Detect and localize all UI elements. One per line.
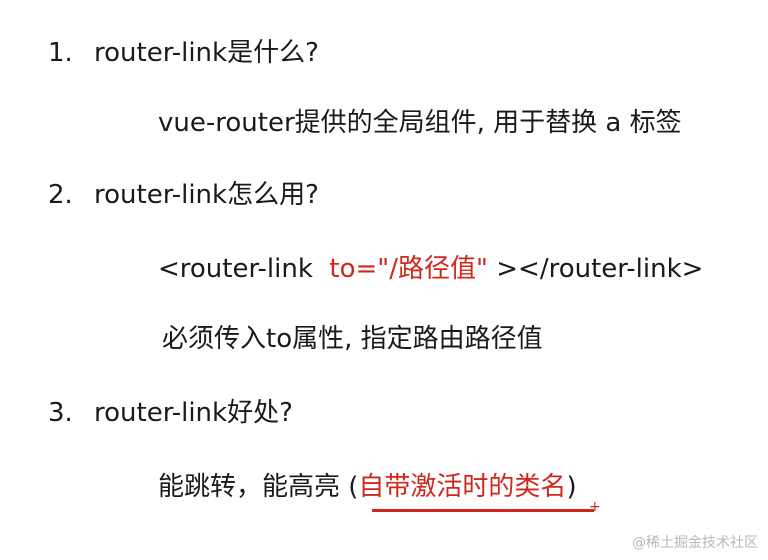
answer-1: vue-router提供的全局组件, 用于替换 a 标签: [158, 108, 682, 138]
question-text: router-link好处?: [94, 398, 293, 428]
code-example: <router-link to="/路径值" ></router-link>: [158, 252, 703, 286]
question-text: router-link是什么?: [94, 38, 319, 68]
code-open-tag: <router-link: [158, 254, 313, 284]
red-underline-annotation: [372, 509, 594, 512]
list-number: 2.: [48, 180, 73, 210]
plus-annotation: +: [589, 499, 601, 515]
list-number: 1.: [48, 38, 73, 68]
code-close-tag: ></router-link>: [496, 254, 704, 284]
answer-suffix: ): [566, 472, 577, 502]
question-3: 3. router-link好处?: [48, 396, 293, 430]
answer-3: 能跳转，能高亮 (自带激活时的类名): [158, 470, 577, 504]
code-to-attribute: to="/路径值": [329, 254, 488, 284]
usage-note: 必须传入to属性, 指定路由路径值: [162, 324, 543, 354]
question-text: router-link怎么用?: [94, 180, 319, 210]
answer-highlight: 自带激活时的类名: [358, 472, 567, 502]
question-2: 2. router-link怎么用?: [48, 178, 319, 212]
watermark: @稀土掘金技术社区: [632, 535, 758, 551]
question-1: 1. router-link是什么?: [48, 36, 319, 70]
answer-prefix: 能跳转，能高亮 (: [158, 472, 359, 502]
list-number: 3.: [48, 398, 73, 428]
